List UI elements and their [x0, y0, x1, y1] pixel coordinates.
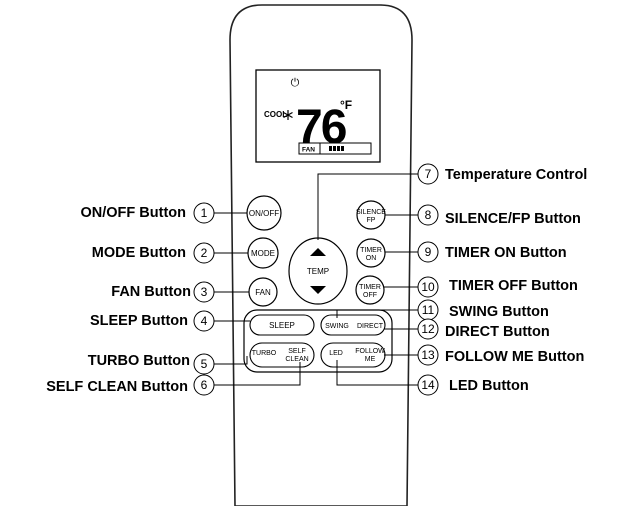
callout-label: TIMER OFF Button: [449, 278, 578, 294]
temp-down-arrow-icon[interactable]: [310, 286, 326, 294]
turbo-label[interactable]: TURBO: [252, 350, 277, 357]
callout-label: Temperature Control: [445, 167, 587, 183]
follow-me-label-line1[interactable]: FOLLOW: [355, 348, 385, 355]
callout-2: MODE Button 2: [92, 242, 215, 264]
timer-off-button[interactable]: TIMER OFF: [355, 275, 385, 305]
fan-speed-bars: [329, 146, 344, 151]
callout-number: 10: [421, 280, 435, 294]
led-follow-me-button[interactable]: LED FOLLOW ME: [320, 342, 386, 368]
timer-off-label-line1: TIMER: [359, 284, 381, 291]
callout-number: 8: [425, 208, 432, 222]
turbo-self-clean-button[interactable]: TURBO SELF CLEAN: [249, 342, 315, 368]
callout-label: MODE Button: [92, 245, 186, 261]
on-off-label: ON/OFF: [249, 209, 279, 218]
callout-number: 4: [201, 314, 208, 328]
silence-label-line2: FP: [367, 217, 376, 224]
silence-fp-button[interactable]: SILENCE FP: [356, 200, 386, 230]
sleep-label: SLEEP: [269, 321, 295, 330]
callout-number: 3: [201, 285, 208, 299]
self-clean-label-line2[interactable]: CLEAN: [285, 356, 308, 363]
swing-direct-button[interactable]: SWING DIRECT: [320, 314, 386, 336]
callout-4: SLEEP Button 4: [90, 310, 215, 332]
self-clean-label-line1[interactable]: SELF: [288, 348, 306, 355]
callout-number: 6: [201, 378, 208, 392]
swing-label[interactable]: SWING: [325, 323, 349, 330]
callout-label: SLEEP Button: [90, 313, 188, 329]
leader-lines: [214, 173, 418, 386]
callout-label: SILENCE/FP Button: [445, 211, 581, 227]
callout-13: 13 FOLLOW ME Button: [417, 344, 584, 366]
temp-label: TEMP: [307, 267, 329, 276]
callout-number: 12: [421, 322, 435, 336]
callout-8: 8 SILENCE/FP Button: [417, 204, 581, 227]
timer-on-button[interactable]: TIMER ON: [356, 238, 386, 268]
mode-label: MODE: [251, 249, 275, 258]
on-off-button[interactable]: ON/OFF: [246, 195, 282, 231]
callout-label: FOLLOW ME Button: [445, 349, 584, 365]
callout-9: 9 TIMER ON Button: [417, 241, 567, 263]
temperature-unit: °F: [340, 98, 352, 112]
callout-label: LED Button: [449, 378, 529, 394]
callout-label: ON/OFF Button: [80, 205, 186, 221]
callout-1: ON/OFF Button 1: [80, 202, 215, 224]
power-icon: ⏻: [291, 77, 300, 89]
callout-10: 10 TIMER OFF Button: [417, 276, 578, 298]
callout-number: 7: [425, 167, 432, 181]
led-label[interactable]: LED: [329, 350, 343, 357]
snowflake-icon: [283, 110, 293, 120]
silence-label-line1: SILENCE: [356, 209, 386, 216]
timer-on-label-line1: TIMER: [360, 247, 382, 254]
callout-number: 13: [421, 348, 435, 362]
timer-on-label-line2: ON: [366, 255, 377, 262]
temp-control[interactable]: TEMP: [288, 237, 348, 305]
callout-number: 14: [421, 378, 435, 392]
direct-label[interactable]: DIRECT: [357, 323, 384, 330]
callout-number: 9: [425, 245, 432, 259]
temp-up-arrow-icon[interactable]: [310, 248, 326, 256]
callout-number: 11: [422, 303, 435, 317]
callout-12: 12 DIRECT Button: [417, 318, 550, 340]
sleep-button[interactable]: SLEEP: [249, 314, 315, 336]
callout-6: SELF CLEAN Button 6: [46, 374, 215, 396]
mode-indicator: COOL: [264, 110, 287, 119]
callout-label: FAN Button: [111, 284, 191, 300]
callout-3: FAN Button 3: [111, 281, 215, 303]
timer-off-label-line2: OFF: [363, 292, 377, 299]
callout-label: SELF CLEAN Button: [46, 379, 188, 395]
fan-button-label: FAN: [255, 288, 271, 297]
callout-5: TURBO Button 5: [88, 353, 215, 375]
callout-number: 1: [201, 206, 208, 220]
callout-label: SWING Button: [449, 304, 549, 320]
callout-label: TIMER ON Button: [445, 245, 567, 261]
lcd-display: ⏻ COOL 76 °F FAN: [255, 69, 381, 163]
callout-14: 14 LED Button: [417, 374, 529, 396]
callout-number: 2: [201, 246, 208, 260]
fan-button[interactable]: FAN: [248, 277, 278, 307]
mode-button[interactable]: MODE: [247, 237, 279, 269]
follow-me-label-line2[interactable]: ME: [365, 356, 376, 363]
callout-label: TURBO Button: [88, 353, 190, 369]
fan-label: FAN: [302, 147, 315, 154]
callout-number: 5: [201, 357, 208, 371]
callout-label: DIRECT Button: [445, 324, 550, 340]
callout-11: 11 SWING Button: [417, 299, 549, 321]
callout-7: 7 Temperature Control: [417, 163, 587, 185]
